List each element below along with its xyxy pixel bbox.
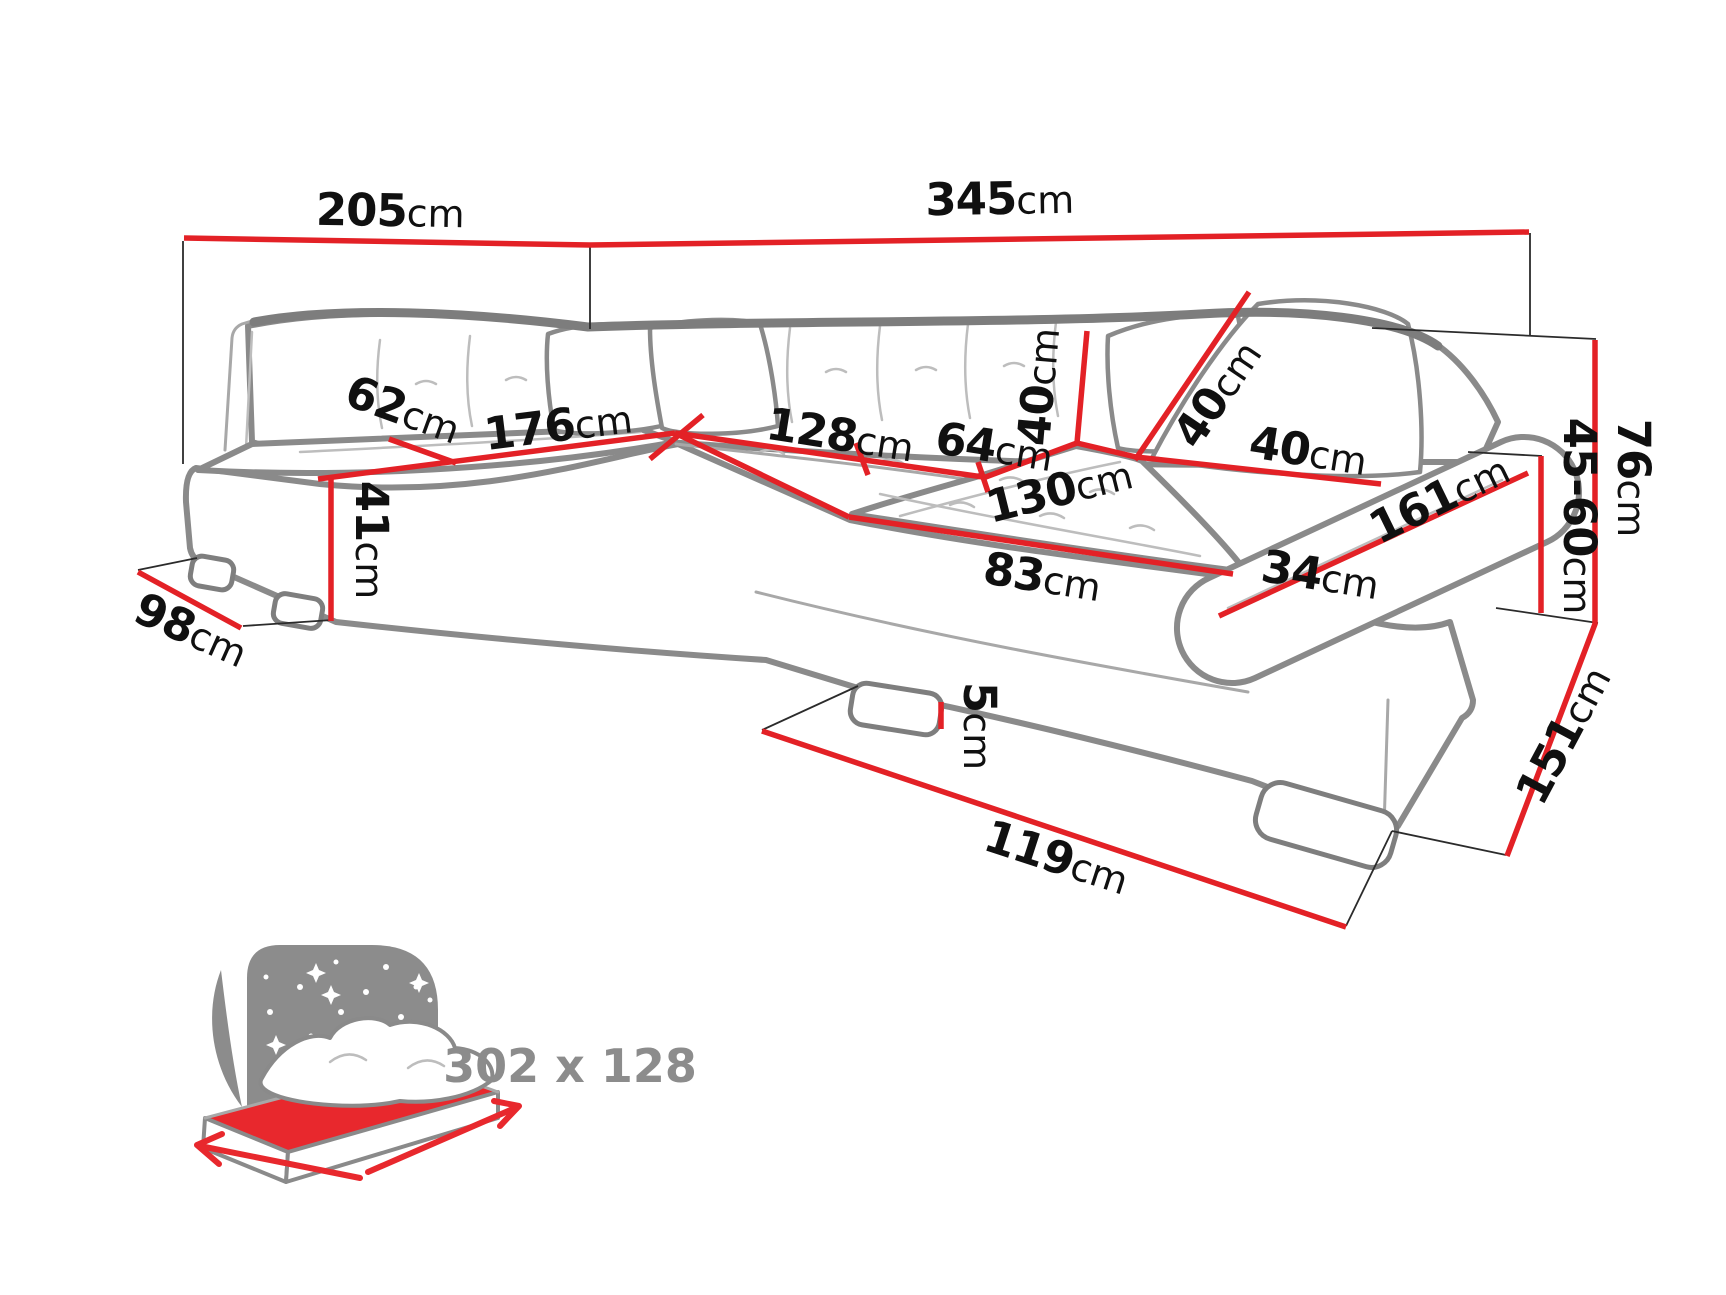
night-sky-crescent	[212, 970, 242, 1107]
backrest-top-edge	[249, 307, 1443, 351]
dim-label-128: 128cm	[763, 397, 918, 473]
dim-line-345	[589, 229, 1530, 248]
dim-label-76: 76cm	[1607, 419, 1660, 538]
dim-label-64: 64cm	[932, 411, 1057, 482]
sleeping-function-icon: 302 x 128	[194, 945, 697, 1184]
dim-line-161	[1217, 470, 1530, 619]
backrest-crease	[375, 338, 384, 430]
dim-line-83	[848, 514, 1234, 577]
dim-line-119	[761, 728, 1347, 930]
blanket-fold	[406, 1059, 446, 1070]
dim-line-176	[317, 430, 676, 482]
sofa-leg	[187, 553, 237, 593]
dim-label-345: 345cm	[925, 171, 1075, 227]
extension-lines	[137, 233, 1599, 927]
base-corner-crease	[1382, 698, 1390, 830]
dim-line-128-64	[674, 430, 984, 480]
dim-line-40-backrest	[1074, 330, 1090, 444]
extend-arrow-left	[194, 1131, 363, 1181]
left-arm-crease	[223, 316, 264, 452]
dim-label-83: 83cm	[980, 541, 1105, 612]
sleeping-area-size: 302 x 128	[443, 1039, 697, 1093]
dimension-lines	[136, 229, 1598, 930]
dim-tick	[648, 412, 705, 462]
dim-line-chaise-edge	[673, 430, 851, 520]
chaise-tufts	[878, 460, 1202, 558]
corner-seat-edge	[674, 442, 986, 484]
backrest-crease	[963, 322, 972, 420]
dim-line-40-pillow-side	[1132, 290, 1252, 462]
dim-label-151: 151cm	[1505, 657, 1622, 813]
blanket-fold	[328, 1053, 368, 1064]
dim-line-98	[136, 569, 243, 631]
base-crease	[754, 590, 1250, 694]
dim-label-205: 205cm	[315, 183, 465, 239]
backrest-crease	[465, 334, 474, 428]
sofa-leg	[270, 591, 326, 631]
dim-line-76-151	[1504, 340, 1598, 857]
pillow-40x40	[1149, 298, 1424, 479]
dim-tick	[853, 442, 871, 476]
dim-label-34: 34cm	[1258, 539, 1383, 610]
dim-label-40-backrest: 40cm	[1007, 325, 1070, 448]
dim-label-45-60: 45-60cm	[1553, 418, 1606, 615]
armrest-crease	[1226, 478, 1504, 610]
left-seat-cushion	[195, 425, 679, 476]
dim-label-5: 5cm	[953, 682, 1006, 770]
sofa-leg	[1252, 780, 1400, 870]
dim-line-130	[982, 440, 1078, 481]
sofa-drawing	[182, 298, 1583, 870]
blanket-sleeper	[258, 1016, 495, 1108]
dim-line-62	[388, 436, 457, 466]
left-arm-inner-crease	[244, 330, 254, 450]
dim-label-176: 176cm	[481, 390, 635, 461]
dim-label-119: 119cm	[978, 809, 1136, 905]
backrest-crease	[875, 324, 884, 422]
pillow	[647, 317, 781, 437]
extend-arrow-right	[365, 1098, 522, 1175]
dim-label-40-pillow-bottom: 40cm	[1246, 415, 1371, 486]
dim-label-41: 41cm	[345, 481, 398, 600]
dim-line-205	[183, 235, 591, 248]
backrest-crease	[1051, 320, 1060, 418]
dim-label-98: 98cm	[126, 582, 256, 679]
backrest-crease	[785, 326, 794, 424]
